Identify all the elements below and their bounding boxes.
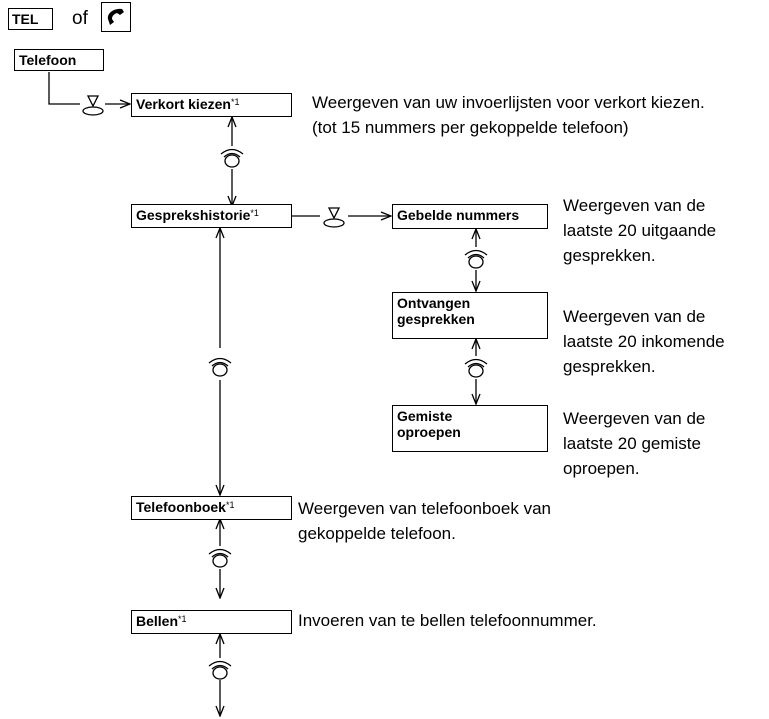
menu-telefoon-label: Telefoon xyxy=(19,52,77,68)
connector-telefoon xyxy=(48,72,80,105)
press-knob-icon xyxy=(323,207,345,228)
desc-line: laatste 20 inkomende xyxy=(563,332,725,351)
telefoonboek-description: Weergeven van telefoonboek van gekoppeld… xyxy=(298,496,551,546)
phone-handset-icon xyxy=(101,2,131,32)
menu-telefoonboek[interactable]: Telefoonboek*1 xyxy=(131,496,292,520)
gebelde-nummers-description: Weergeven van de laatste 20 uitgaande ge… xyxy=(563,193,716,268)
bellen-description: Invoeren van te bellen telefoonnummer. xyxy=(298,608,597,633)
desc-line: Invoeren van te bellen telefoonnummer. xyxy=(298,611,597,630)
menu-verkort-kiezen-label: Verkort kiezen xyxy=(136,96,231,112)
rotate-knob-icon xyxy=(464,358,488,378)
rotate-knob-icon xyxy=(220,148,244,168)
desc-line: Weergeven van telefoonboek van xyxy=(298,499,551,518)
menu-telefoonboek-label: Telefoonboek xyxy=(136,499,226,515)
desc-line: Weergeven van de xyxy=(563,307,706,326)
footnote-marker: *1 xyxy=(178,614,187,624)
menu-ontvangen-label-line: gesprekken xyxy=(397,311,475,327)
desc-line: Weergeven van de xyxy=(563,409,706,428)
menu-bellen-label: Bellen xyxy=(136,613,179,629)
desc-line: gesprekken. xyxy=(563,357,656,376)
desc-line: oproepen. xyxy=(563,459,640,478)
menu-gebelde-nummers-label: Gebelde nummers xyxy=(397,207,520,223)
menu-ontvangen-gesprekken[interactable]: Ontvangen gesprekken xyxy=(392,292,548,339)
menu-telefoon[interactable]: Telefoon xyxy=(14,49,104,71)
menu-bellen[interactable]: Bellen*1 xyxy=(131,610,292,634)
rotate-knob-icon xyxy=(464,249,488,269)
footnote-marker: *1 xyxy=(250,208,259,218)
tel-key-label: TEL xyxy=(12,11,39,27)
menu-gesprekshistorie[interactable]: Gesprekshistorie*1 xyxy=(131,204,292,228)
desc-line: gesprekken. xyxy=(563,246,656,265)
tel-key: TEL xyxy=(8,8,54,30)
footnote-marker: *1 xyxy=(225,500,235,510)
menu-gemiste-label-line: oproepen xyxy=(397,424,461,440)
menu-verkort-kiezen[interactable]: Verkort kiezen*1 xyxy=(131,93,292,117)
rotate-knob-icon xyxy=(208,357,232,377)
of-text: of xyxy=(72,8,88,29)
menu-gemiste-label-line: Gemiste xyxy=(397,408,453,424)
gemiste-oproepen-description: Weergeven van de laatste 20 gemiste opro… xyxy=(563,406,705,481)
menu-gebelde-nummers[interactable]: Gebelde nummers xyxy=(392,204,548,229)
desc-line: Weergeven van uw invoerlijsten voor verk… xyxy=(312,93,705,112)
verkort-kiezen-description: Weergeven van uw invoerlijsten voor verk… xyxy=(312,90,705,140)
press-knob-icon xyxy=(82,95,104,116)
desc-line: (tot 15 nummers per gekoppelde telefoon) xyxy=(312,118,629,137)
desc-line: laatste 20 uitgaande xyxy=(563,221,717,240)
rotate-knob-icon xyxy=(208,660,232,680)
desc-line: laatste 20 gemiste xyxy=(563,434,701,453)
menu-ontvangen-label-line: Ontvangen xyxy=(397,295,471,311)
footnote-marker: *1 xyxy=(230,97,240,107)
ontvangen-gesprekken-description: Weergeven van de laatste 20 inkomende ge… xyxy=(563,304,725,379)
desc-line: Weergeven van de xyxy=(563,196,706,215)
desc-line: gekoppelde telefoon. xyxy=(298,524,456,543)
menu-gesprekshistorie-label: Gesprekshistorie xyxy=(136,207,251,223)
menu-gemiste-oproepen[interactable]: Gemiste oproepen xyxy=(392,405,548,452)
rotate-knob-icon xyxy=(208,548,232,568)
